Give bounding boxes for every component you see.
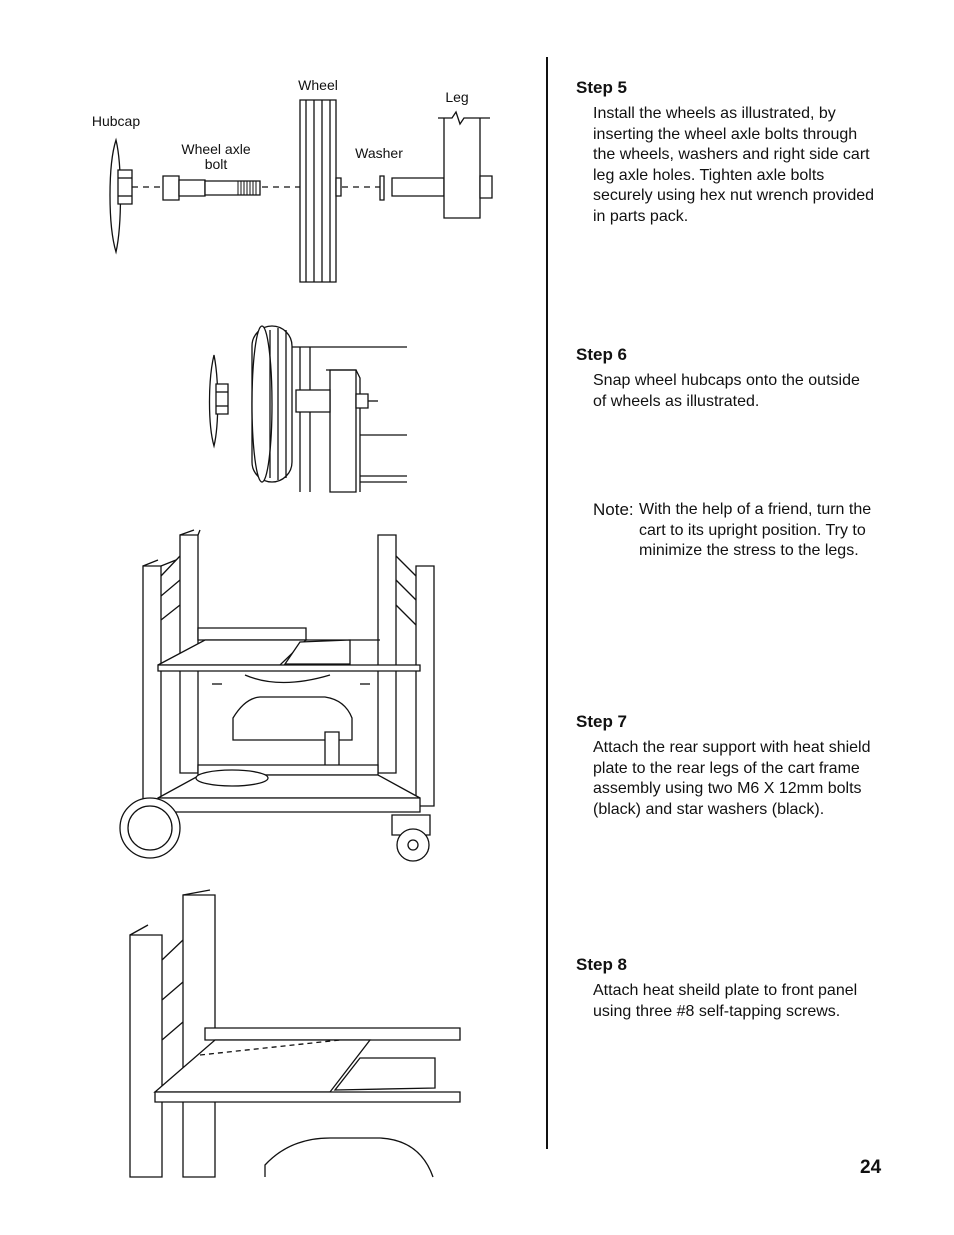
hubcap-label: Hubcap — [91, 113, 141, 129]
note-text: With the help of a friend, turn the cart… — [639, 501, 872, 560]
note-label: Note: — [593, 500, 634, 519]
note: Note: With the help of a friend, turn th… — [593, 500, 873, 562]
wheel-axle-bolt-label: Wheel axle bolt — [181, 141, 251, 172]
page-number: 24 — [860, 1157, 882, 1178]
step-6: Step 6 Snap wheel hubcaps onto the outsi… — [576, 345, 876, 412]
step-7-title: Step 7 — [576, 712, 628, 731]
wheel-label: Wheel — [298, 77, 338, 93]
step-7: Step 7 Attach the rear support with heat… — [576, 712, 876, 820]
step-7-text: Attach the rear support with heat shield… — [593, 739, 871, 818]
cart-frame-diagram — [120, 530, 434, 861]
step-8-text: Attach heat sheild plate to front panel … — [593, 982, 858, 1020]
step-5-title: Step 5 — [576, 78, 628, 97]
step-6-text: Snap wheel hubcaps onto the outside of w… — [593, 372, 860, 410]
leg-label: Leg — [445, 89, 469, 105]
step-8-title: Step 8 — [576, 955, 628, 974]
washer-label: Washer — [355, 145, 403, 161]
wheel-exploded-diagram — [110, 100, 492, 282]
heat-shield-diagram — [130, 890, 460, 1177]
assembly-illustrations — [0, 0, 545, 1235]
step-5-text: Install the wheels as illustrated, by in… — [593, 105, 875, 225]
step-5: Step 5 Install the wheels as illustrated… — [576, 78, 876, 228]
step-6-title: Step 6 — [576, 345, 628, 364]
step-8: Step 8 Attach heat sheild plate to front… — [576, 955, 876, 1022]
hubcap-snap-diagram — [210, 326, 408, 492]
column-divider — [546, 57, 548, 1149]
